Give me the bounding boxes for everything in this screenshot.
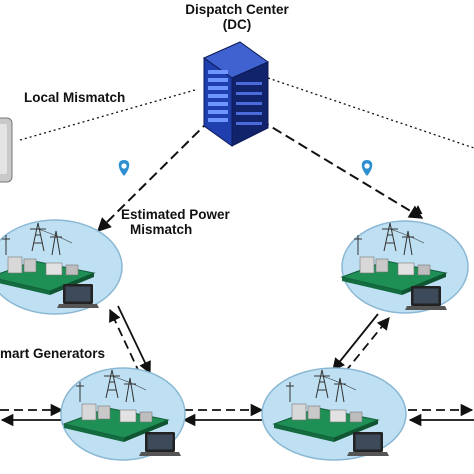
location-pin-icon: [118, 160, 130, 176]
laptop-icon: [139, 432, 181, 456]
laptop-icon: [57, 284, 99, 308]
dispatch-center-title: Dispatch Center: [185, 2, 289, 17]
generator-node-bottom-left: [60, 367, 186, 461]
laptop-icon: [347, 432, 389, 456]
local-mismatch-line-right: [267, 77, 474, 149]
dc-to-right-node-arrow: [259, 119, 424, 219]
laptop-icon: [405, 286, 447, 310]
bottom-right-to-right-node-arrow: [344, 317, 390, 373]
generator-node-upper-right: [341, 220, 469, 314]
dispatch-center-abbrev: (DC): [223, 17, 252, 32]
generator-node-bottom-right: [261, 367, 407, 461]
location-pin-icon: [361, 160, 373, 176]
left-node-to-bottom-left-arrow: [117, 305, 151, 375]
smart-generators-label: Smart Generators: [0, 346, 105, 361]
local-mismatch-line-left: [19, 89, 196, 141]
right-node-to-bottom-right-arrow: [332, 313, 379, 371]
phone-icon: [0, 117, 13, 183]
generator-node-upper-left: [0, 219, 123, 315]
bottom-left-to-left-node-arrow: [109, 308, 141, 375]
server-icon: [202, 41, 270, 147]
connections: [0, 77, 474, 427]
estimated-power-mismatch-label-line2: Mismatch: [130, 222, 192, 237]
local-mismatch-label: Local Mismatch: [24, 90, 125, 105]
estimated-power-mismatch-label-line1: Estimated Power: [121, 207, 231, 222]
dc-to-left-node-arrow: [97, 119, 211, 232]
